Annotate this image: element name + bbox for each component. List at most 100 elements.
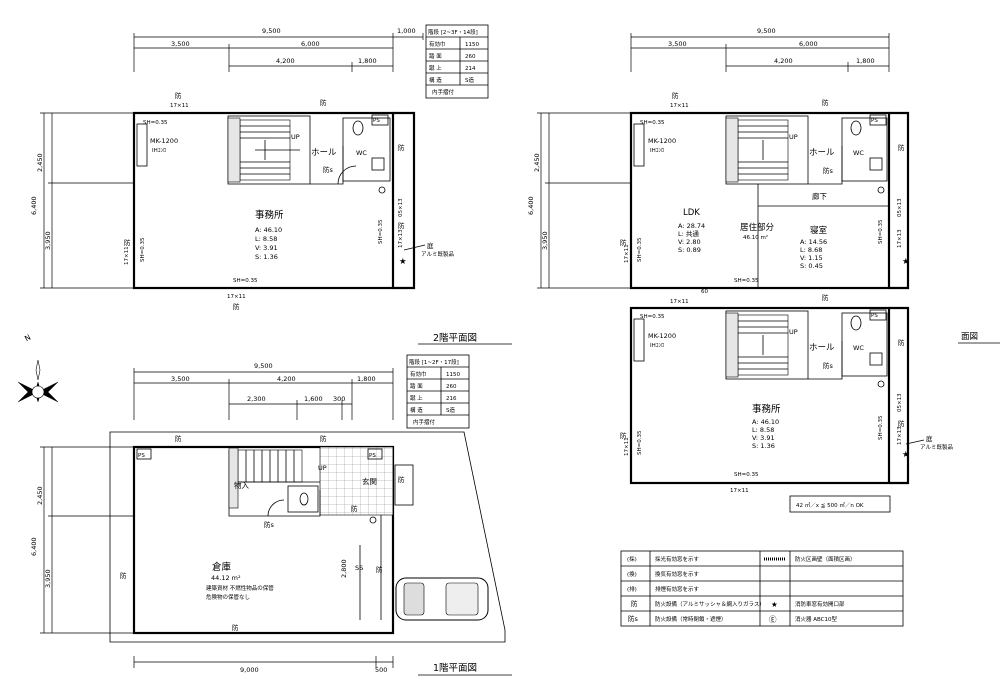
f1-dim-d: 2,300	[247, 395, 266, 403]
svg-text:防火区画壁（面積区画）: 防火区画壁（面積区画）	[795, 555, 856, 563]
f2b-sh-left: SH=0.35	[637, 430, 643, 455]
f2-spec-3v: 214	[465, 66, 476, 72]
f2b-bou-s: 防s	[823, 361, 834, 370]
floor-2b-plan: 17×11 防 SH=0.35 MK-1200 IHｺﾝﾛ PS UP ホール …	[620, 293, 1000, 513]
f1-up-label: UP	[318, 464, 327, 472]
f1-entrance-label: 玄関	[362, 476, 377, 486]
f2-dim-ext: 1,000	[397, 27, 416, 35]
f1-title: 1階平面図	[433, 663, 477, 674]
floor-3-plan: 9,500 3,500 6,000 4,200 1,800 2,450 6,40…	[527, 27, 910, 295]
f1-stair-spec-table: 階段 [1~2F・17段] 有効巾 1150 踏 面 260 蹴 上 216 構…	[406, 354, 470, 429]
f2-dim-left-a: 2,450	[36, 153, 44, 172]
f2-dim-b: 6,000	[301, 40, 320, 48]
f2-office-label: 事務所	[255, 209, 284, 221]
f3-extinguisher-icon	[877, 186, 885, 194]
legend-table: (採) 採光有効窓を示す 防火区画壁（面積区画） (換) 換気有効窓を示す (排…	[620, 550, 904, 627]
f2-dim-left-b: 3,950	[44, 231, 52, 250]
f2-sh-right: SH=0.35	[378, 219, 384, 244]
f3-bedroom: 寝室	[810, 225, 828, 236]
f2b-bou-left: 防	[620, 431, 627, 440]
f2-spec-4: 構 造	[429, 76, 442, 84]
f2-star-icon: ★	[399, 257, 407, 267]
f1-dim-a: 3,500	[171, 375, 190, 383]
f1-outer-wall	[132, 445, 395, 635]
f1-spec-1: 有効巾	[410, 370, 427, 378]
f1-dimensions-top: 9,500 3,500 4,200 1,800 2,300 1,600 300	[133, 362, 394, 420]
f3-bou-left: 防	[620, 238, 627, 247]
f2b-win-bottom: 17×11	[730, 488, 749, 494]
f2-win-top: 17×11	[170, 103, 189, 109]
f2-stat-v: V: 3.91	[255, 244, 278, 252]
legend-row-5: 防s 防火設備（常時閉鎖・遮煙） Ⓔ 消火器 ABC10型	[628, 614, 838, 624]
f2b-sh-top: SH=0.35	[640, 314, 665, 320]
f3-mid-dim: 60	[701, 289, 708, 295]
f2b-garden: 庭	[926, 434, 933, 443]
f2b-win-top: 17×11	[670, 299, 689, 305]
f1-spec-4v: S造	[446, 406, 455, 414]
f3-dimensions-top: 9,500 3,500 6,000 4,200 1,800	[630, 27, 890, 72]
svg-text:(採): (採)	[627, 555, 637, 563]
f2-stat-s: S: 1.36	[255, 253, 278, 261]
f3-wc: WC	[853, 149, 864, 157]
f2b-sh-bottom: SH=0.35	[734, 472, 759, 478]
f3-dim-left-a: 2,450	[533, 153, 541, 172]
f2-spec-1v: 1150	[465, 42, 479, 48]
f3-bed-s: S: 0.45	[800, 262, 823, 270]
f3-ldk-s: S: 0.89	[678, 246, 701, 254]
f3-ldk-label: LDK	[683, 208, 700, 218]
f2-sh-bottom: SH=0.35	[233, 278, 258, 284]
f3-ldk-a: A: 28.74	[678, 222, 705, 230]
f1-entrance-tile	[319, 446, 394, 516]
f2-bou-s: 防s	[323, 165, 334, 174]
f2-bou-bottom: 防	[233, 302, 240, 311]
f2-bou-label: 防	[175, 91, 182, 100]
f3-dim-total: 9,500	[757, 27, 776, 35]
f1-spec-0: 階段 [1~2F・17段]	[409, 358, 459, 366]
f2b-outer-wall	[629, 306, 891, 485]
f1-dim-bottom-b: 500	[375, 666, 387, 674]
f2-up-label: UP	[291, 133, 300, 141]
f2-spec-1: 有効巾	[429, 40, 446, 48]
f2-spec-0: 階段 [2~3F・14段]	[428, 28, 478, 36]
f2b-up: UP	[789, 328, 798, 336]
f2-spec-3: 蹴 上	[429, 64, 442, 72]
f2b-bou-right: 防	[898, 338, 905, 347]
f3-bed-v: V: 1.15	[800, 254, 823, 262]
legend-row-4: 防 防火設備（アルミサッシャ＆網入りガラス） ★ 消防車窓有効開口部	[631, 599, 845, 609]
f2-dim-c: 4,200	[276, 57, 295, 65]
f1-spec-2: 踏 面	[410, 382, 423, 390]
f2b-ps: PS	[871, 313, 878, 319]
f3-ldk-v: V: 2.80	[678, 238, 701, 246]
f2b-stat-a: A: 46.10	[752, 418, 779, 426]
f3-corridor: 廊下	[812, 191, 827, 201]
f3-star-icon: ★	[902, 257, 910, 267]
f2-extinguisher-icon	[378, 186, 386, 194]
f1-warehouse-label: 倉庫	[212, 561, 232, 573]
f2b-note: 42 ㎡／x ≦ 500 ㎡／n OK	[796, 501, 864, 509]
extinguisher-icon: Ⓔ	[769, 615, 777, 624]
f3-living: 居住部分	[740, 222, 775, 233]
svg-text:防火設備（常時閉鎖・遮煙）: 防火設備（常時閉鎖・遮煙）	[655, 615, 727, 623]
f2-stair-spec-table: 階段 [2~3F・14段] 有効巾 1150 踏 面 260 蹴 上 214 構…	[425, 24, 489, 99]
f1-dim-left-a: 2,450	[36, 486, 44, 505]
f1-ps-b: PS	[369, 453, 376, 459]
f2-mk-sub: IHｺﾝﾛ	[152, 147, 166, 154]
legend-row-1: (採) 採光有効窓を示す 防火区画壁（面積区画）	[627, 555, 856, 563]
f1-bou-inner: 防	[376, 565, 383, 574]
f1-note-2: 危険物の保管なし	[206, 593, 250, 601]
f2-door-swing	[337, 165, 357, 185]
f2-title: 2階平面図	[433, 333, 477, 344]
f2-wc-label: WC	[356, 149, 367, 157]
f2-spec-2: 踏 面	[429, 52, 442, 60]
f3-sh-top: SH=0.35	[640, 120, 665, 126]
legend-row-2: (換) 換気有効窓を示す	[627, 570, 700, 578]
f3-sh-right: SH=0.35	[878, 219, 884, 244]
f1-spec-5: 内手摺付	[413, 418, 436, 426]
f2-win-bottom: 17×11	[227, 294, 246, 300]
f3-dim-left-b: 3,950	[541, 231, 549, 250]
f3-bou-top-b: 防	[822, 98, 829, 107]
f2-stat-a: A: 46.10	[255, 226, 282, 234]
f2b-star-icon: ★	[902, 450, 910, 460]
f2b-stat-l: L: 8.58	[752, 426, 774, 434]
